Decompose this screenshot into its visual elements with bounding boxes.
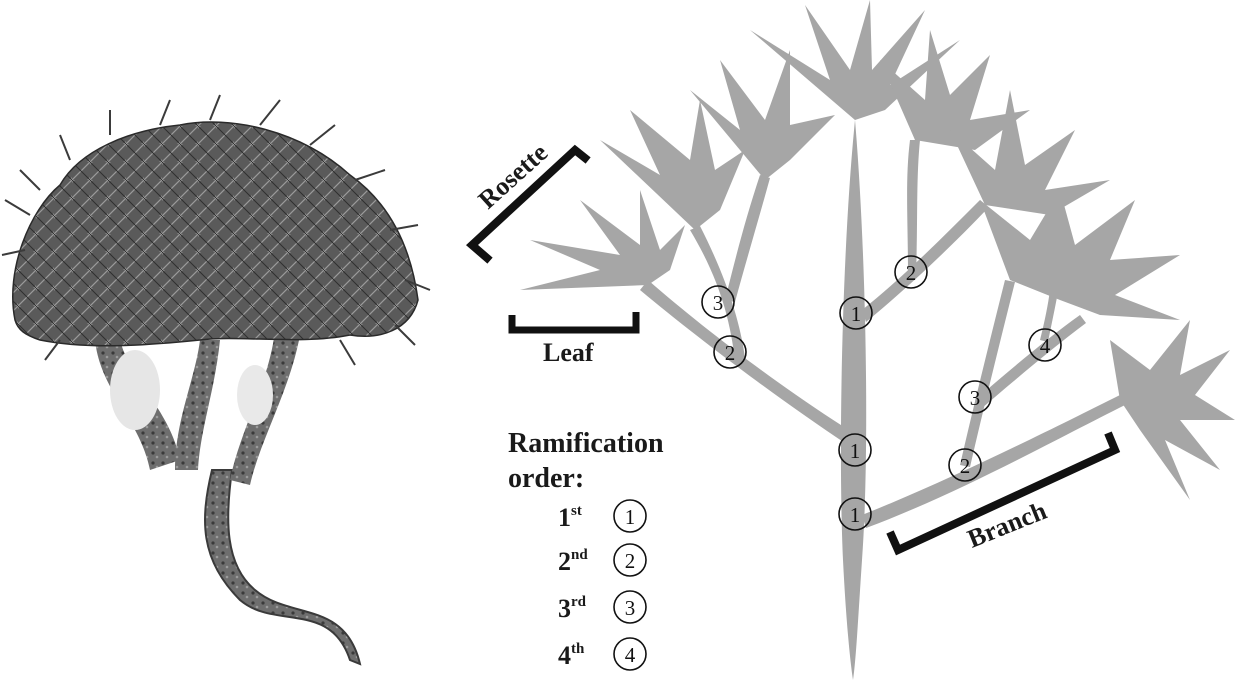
legend-title-line2: order: bbox=[508, 463, 584, 494]
legend-item-1: 1st 1 bbox=[558, 500, 646, 532]
rosette-left-leaf bbox=[520, 190, 685, 290]
legend-title-line1: Ramification bbox=[508, 428, 664, 459]
svg-text:2: 2 bbox=[625, 549, 636, 573]
branch-label: Branch bbox=[963, 496, 1051, 554]
photo-canopy bbox=[13, 122, 418, 346]
svg-text:3rd: 3rd bbox=[558, 594, 587, 623]
plant-photograph bbox=[2, 95, 430, 664]
ramification-legend: Ramification order: 1st 1 2nd 2 3rd 3 4t… bbox=[508, 428, 664, 670]
svg-text:4: 4 bbox=[625, 643, 636, 667]
svg-text:2: 2 bbox=[725, 341, 736, 365]
svg-text:1: 1 bbox=[625, 505, 636, 529]
svg-text:2: 2 bbox=[906, 261, 917, 285]
svg-text:1st: 1st bbox=[558, 503, 582, 532]
svg-text:2nd: 2nd bbox=[558, 547, 588, 576]
svg-text:3: 3 bbox=[970, 386, 981, 410]
rosette-right-lower bbox=[1110, 320, 1235, 500]
svg-text:4: 4 bbox=[1040, 334, 1051, 358]
marker-trunk-upper: 1 bbox=[840, 297, 872, 329]
leaf-bracket bbox=[512, 312, 636, 330]
legend-item-4: 4th 4 bbox=[558, 638, 646, 670]
svg-text:2: 2 bbox=[960, 454, 971, 478]
main-stem bbox=[841, 120, 866, 680]
photo-stem bbox=[205, 470, 360, 664]
leaf-label: Leaf bbox=[543, 338, 594, 367]
schematic-plant bbox=[520, 0, 1235, 680]
legend-item-2: 2nd 2 bbox=[558, 544, 646, 576]
marker-right-lower-second: 2 bbox=[949, 449, 981, 481]
svg-text:1: 1 bbox=[851, 302, 862, 326]
svg-text:1: 1 bbox=[850, 439, 861, 463]
legend-item-3: 3rd 3 bbox=[558, 591, 646, 623]
svg-text:3: 3 bbox=[713, 291, 724, 315]
svg-text:1: 1 bbox=[850, 503, 861, 527]
svg-text:4th: 4th bbox=[558, 641, 585, 670]
branch-left bbox=[640, 280, 852, 445]
svg-text:3: 3 bbox=[625, 596, 636, 620]
rosette-right-middle bbox=[950, 90, 1110, 215]
